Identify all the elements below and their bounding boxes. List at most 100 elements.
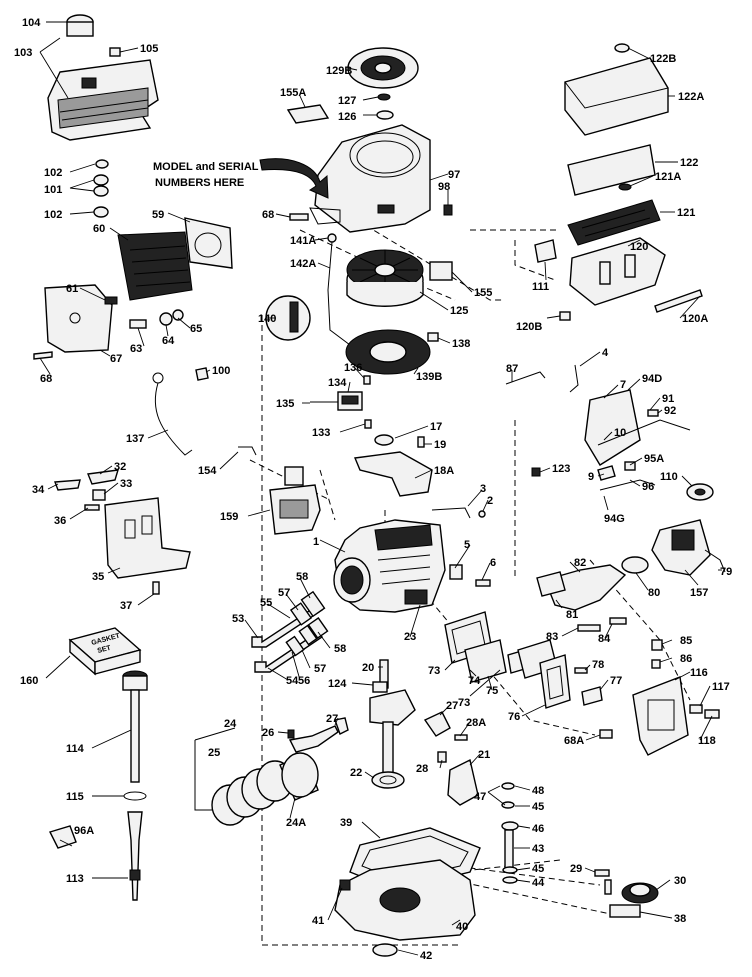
callout-85: 85 bbox=[680, 635, 692, 647]
callout-102-upper: 102 bbox=[44, 167, 62, 179]
callout-41: 41 bbox=[312, 915, 324, 927]
callout-94D: 94D bbox=[642, 373, 662, 385]
callout-2: 2 bbox=[487, 495, 493, 507]
callout-133: 133 bbox=[312, 427, 330, 439]
governor-control bbox=[505, 364, 691, 491]
valves-and-springs bbox=[251, 590, 329, 673]
callout-120B: 120B bbox=[516, 321, 542, 333]
callout-58-lower: 58 bbox=[334, 643, 346, 655]
callout-104: 104 bbox=[22, 17, 41, 29]
callout-77: 77 bbox=[610, 675, 622, 687]
callout-63: 63 bbox=[130, 343, 142, 355]
callout-68-left: 68 bbox=[40, 373, 52, 385]
callout-82: 82 bbox=[574, 557, 586, 569]
callout-118: 118 bbox=[698, 735, 716, 747]
callout-84: 84 bbox=[598, 633, 611, 645]
callout-28A: 28A bbox=[466, 717, 486, 729]
callout-87: 87 bbox=[506, 363, 518, 375]
callout-60: 60 bbox=[93, 223, 105, 235]
callout-55: 55 bbox=[260, 597, 272, 609]
callout-30: 30 bbox=[674, 875, 686, 887]
callout-4: 4 bbox=[602, 347, 609, 359]
callout-37: 37 bbox=[120, 600, 132, 612]
callout-76: 76 bbox=[508, 711, 520, 723]
callout-78: 78 bbox=[592, 659, 604, 671]
callout-122B: 122B bbox=[650, 53, 676, 65]
callout-91: 91 bbox=[662, 393, 674, 405]
callout-17: 17 bbox=[430, 421, 442, 433]
callout-86: 86 bbox=[680, 653, 692, 665]
callout-137: 137 bbox=[126, 433, 144, 445]
piston-assembly bbox=[194, 717, 349, 826]
callout-57-upper: 57 bbox=[278, 587, 290, 599]
air-cleaner-assembly bbox=[534, 43, 703, 321]
callout-20: 20 bbox=[362, 662, 374, 674]
callout-23: 23 bbox=[404, 631, 416, 643]
governor-link bbox=[431, 507, 486, 519]
callout-113: 113 bbox=[66, 873, 84, 885]
callout-53: 53 bbox=[232, 613, 244, 625]
callout-27-right: 27 bbox=[446, 700, 458, 712]
callout-135: 135 bbox=[276, 398, 294, 410]
callout-9: 9 bbox=[588, 471, 594, 483]
governor-shaft-stack bbox=[501, 782, 519, 884]
carburetor bbox=[651, 483, 726, 576]
callout-98: 98 bbox=[438, 181, 450, 193]
callout-97: 97 bbox=[448, 169, 460, 181]
callout-56: 56 bbox=[298, 675, 310, 687]
callout-5: 5 bbox=[464, 539, 470, 551]
callout-139B: 139B bbox=[416, 371, 442, 383]
callout-39: 39 bbox=[340, 817, 352, 829]
timing-gear bbox=[371, 771, 405, 789]
callout-21: 21 bbox=[478, 749, 490, 761]
callout-122: 122 bbox=[680, 157, 698, 169]
callout-79: 79 bbox=[720, 566, 732, 578]
valve-cover-assembly bbox=[47, 14, 159, 141]
callout-61: 61 bbox=[66, 283, 78, 295]
callout-45-lower: 45 bbox=[532, 863, 544, 875]
callout-159: 159 bbox=[220, 511, 238, 523]
callout-81: 81 bbox=[566, 609, 578, 621]
oil-pump-parts bbox=[423, 711, 479, 806]
callout-43: 43 bbox=[532, 843, 544, 855]
callout-68-center: 68 bbox=[262, 209, 274, 221]
callout-59: 59 bbox=[152, 209, 164, 221]
crankshaft bbox=[369, 659, 416, 788]
callout-24A: 24A bbox=[286, 817, 306, 829]
leader-lines bbox=[39, 21, 722, 956]
flywheel bbox=[327, 233, 453, 346]
callout-100: 100 bbox=[212, 365, 230, 377]
callout-35: 35 bbox=[92, 571, 104, 583]
gasket-set-box bbox=[68, 627, 142, 676]
callout-154: 154 bbox=[198, 465, 217, 477]
callout-73-upper: 73 bbox=[428, 665, 440, 677]
model-serial-note-line1: MODEL and SERIAL bbox=[153, 161, 259, 173]
callout-19: 19 bbox=[434, 439, 446, 451]
callout-117: 117 bbox=[712, 681, 730, 693]
callout-124: 124 bbox=[328, 678, 347, 690]
ignition-module bbox=[310, 375, 372, 429]
ignition-ground-wire bbox=[152, 367, 209, 456]
callout-160: 160 bbox=[20, 675, 38, 687]
callout-121: 121 bbox=[677, 207, 695, 219]
callout-65: 65 bbox=[190, 323, 202, 335]
callout-127: 127 bbox=[338, 95, 356, 107]
callout-24: 24 bbox=[224, 718, 237, 730]
callout-125: 125 bbox=[450, 305, 468, 317]
callout-45-upper: 45 bbox=[532, 801, 544, 813]
callout-38: 38 bbox=[674, 913, 686, 925]
model-serial-arrow bbox=[259, 158, 329, 199]
callout-10: 10 bbox=[614, 427, 626, 439]
callout-103: 103 bbox=[14, 47, 32, 59]
callout-74: 74 bbox=[468, 675, 481, 687]
callout-48: 48 bbox=[532, 785, 544, 797]
callout-42: 42 bbox=[420, 950, 432, 962]
callout-7: 7 bbox=[620, 379, 626, 391]
callout-36: 36 bbox=[54, 515, 66, 527]
callout-121A: 121A bbox=[655, 171, 681, 183]
fuel-primer-assembly bbox=[238, 446, 321, 535]
callout-102-lower: 102 bbox=[44, 209, 62, 221]
callout-1: 1 bbox=[313, 536, 319, 548]
engine-block bbox=[333, 519, 491, 613]
callout-134: 134 bbox=[328, 377, 347, 389]
